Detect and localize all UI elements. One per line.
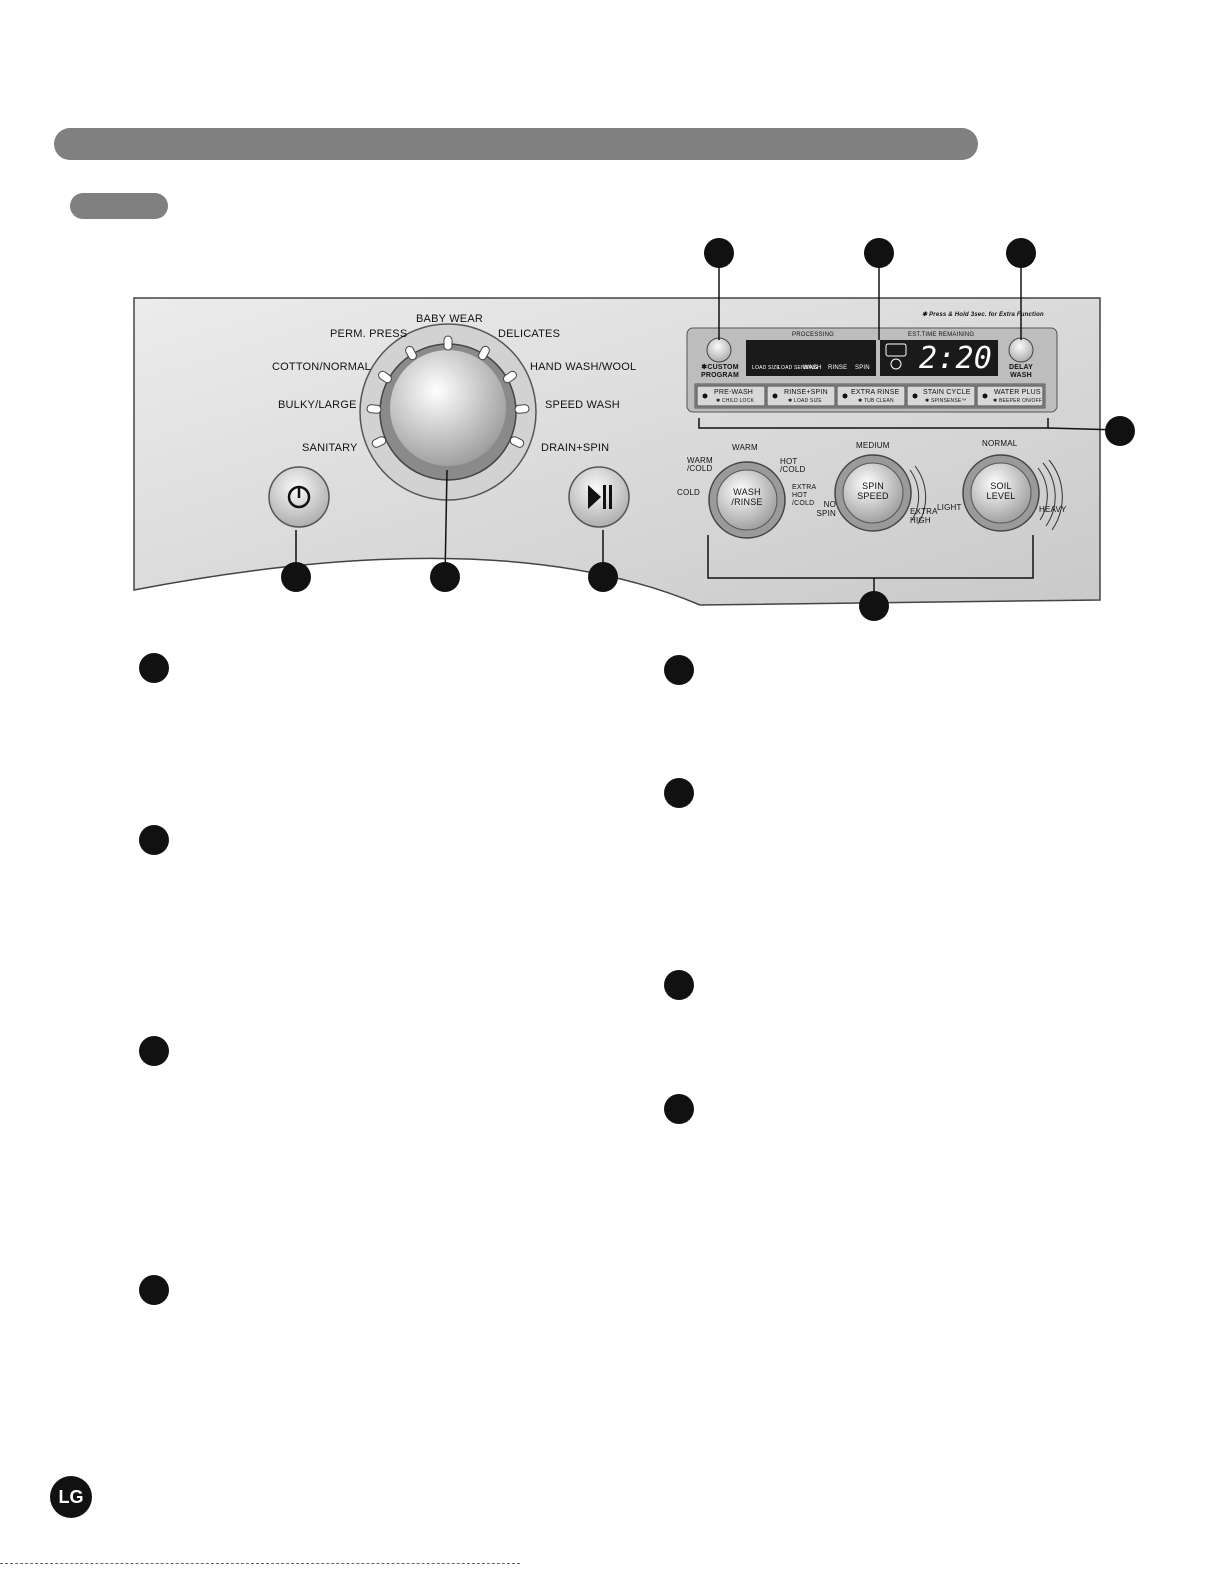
- custom-program-label: ✱CUSTOM PROGRAM: [701, 364, 739, 379]
- callout-marker: [430, 562, 460, 592]
- description-marker: [664, 778, 694, 808]
- stage-load-size: LOAD SIZE: [752, 365, 780, 371]
- callout-marker: [864, 238, 894, 268]
- temp-extra-hot-cold: EXTRA HOT /COLD: [792, 484, 816, 507]
- soil-light: LIGHT: [937, 503, 962, 512]
- callout-marker: [281, 562, 311, 592]
- spin-extra-high: EXTRA HIGH: [910, 507, 938, 525]
- option-stain-cycle-sub: ✱ SPINSENSE™: [925, 398, 967, 404]
- cycle-label-sanitary: SANITARY: [302, 442, 358, 454]
- spin-medium: MEDIUM: [856, 441, 890, 450]
- cycle-label-hand-wash-wool: HAND WASH/WOOL: [530, 361, 637, 373]
- temp-cold: COLD: [677, 488, 701, 497]
- est-time-label: EST.TIME REMAINING: [908, 332, 975, 338]
- option-pre-wash: PRE-WASH: [714, 389, 754, 396]
- option-water-plus-sub: ✱ BEEPER ON/OFF: [993, 398, 1043, 404]
- cycle-label-cotton-normal: COTTON/NORMAL: [272, 361, 371, 373]
- callout-marker: [1105, 416, 1135, 446]
- spin-no-spin: NO SPIN: [816, 500, 836, 518]
- description-marker: [139, 1275, 169, 1305]
- cycle-label-speed-wash: SPEED WASH: [545, 399, 620, 411]
- soil-normal: NORMAL: [982, 439, 1018, 448]
- delay-wash-label: DELAY WASH: [1008, 364, 1034, 379]
- option-extra-rinse-sub: ✱ TUB CLEAN: [858, 398, 894, 404]
- cycle-label-bulky-large: BULKY/LARGE: [278, 399, 357, 411]
- section-header-bar: [54, 128, 978, 160]
- option-rinse-spin-sub: ✱ LOAD SIZE: [788, 398, 822, 404]
- lg-logo-text: LG: [58, 1487, 84, 1507]
- option-water-plus: WATER PLUS: [994, 389, 1041, 396]
- knob-spin-speed-label: SPIN SPEED: [857, 481, 889, 501]
- temp-hot-cold: HOT /COLD: [780, 457, 806, 474]
- description-marker: [139, 1036, 169, 1066]
- description-marker: [139, 653, 169, 683]
- subsection-header-pill: [70, 193, 168, 219]
- description-marker: [664, 1094, 694, 1124]
- callout-marker: [859, 591, 889, 621]
- callout-marker: [588, 562, 618, 592]
- time-display: 2:20: [919, 341, 993, 376]
- stage-wash: WASH: [803, 365, 822, 371]
- callout-marker: [704, 238, 734, 268]
- stage-spin: SPIN: [855, 365, 870, 371]
- callout-marker: [1006, 238, 1036, 268]
- cycle-label-baby-wear: BABY WEAR: [416, 313, 484, 325]
- option-stain-cycle: STAIN CYCLE: [923, 389, 971, 396]
- knob-soil-level-label: SOIL LEVEL: [986, 481, 1016, 501]
- cycle-label-delicates: DELICATES: [498, 328, 561, 340]
- cycle-label-drain-spin: DRAIN+SPIN: [541, 442, 610, 454]
- lg-logo-icon: [50, 1476, 92, 1518]
- footer-rule: [0, 1563, 520, 1564]
- cycle-label-perm-press: PERM. PRESS: [330, 328, 408, 340]
- option-rinse-spin: RINSE+SPIN: [784, 389, 828, 396]
- temp-warm: WARM: [732, 443, 758, 452]
- processing-label: PROCESSING: [792, 332, 835, 338]
- description-marker: [139, 825, 169, 855]
- description-marker: [664, 970, 694, 1000]
- stage-rinse: RINSE: [828, 365, 848, 371]
- option-pre-wash-sub: ✱ CHILD LOCK: [716, 398, 754, 404]
- temp-warm-cold: WARM /COLD: [687, 456, 713, 473]
- extra-function-note: ✱ Press & Hold 3sec. for Extra Function: [922, 312, 1044, 318]
- stage-load-sensing: LOAD SENSING: [778, 365, 818, 371]
- knob-wash-rinse-label: WASH /RINSE: [731, 487, 763, 507]
- description-marker: [664, 655, 694, 685]
- control-panel-illustration: [133, 253, 1121, 606]
- option-extra-rinse: EXTRA RINSE: [851, 389, 900, 396]
- soil-heavy: HEAVY: [1039, 505, 1067, 514]
